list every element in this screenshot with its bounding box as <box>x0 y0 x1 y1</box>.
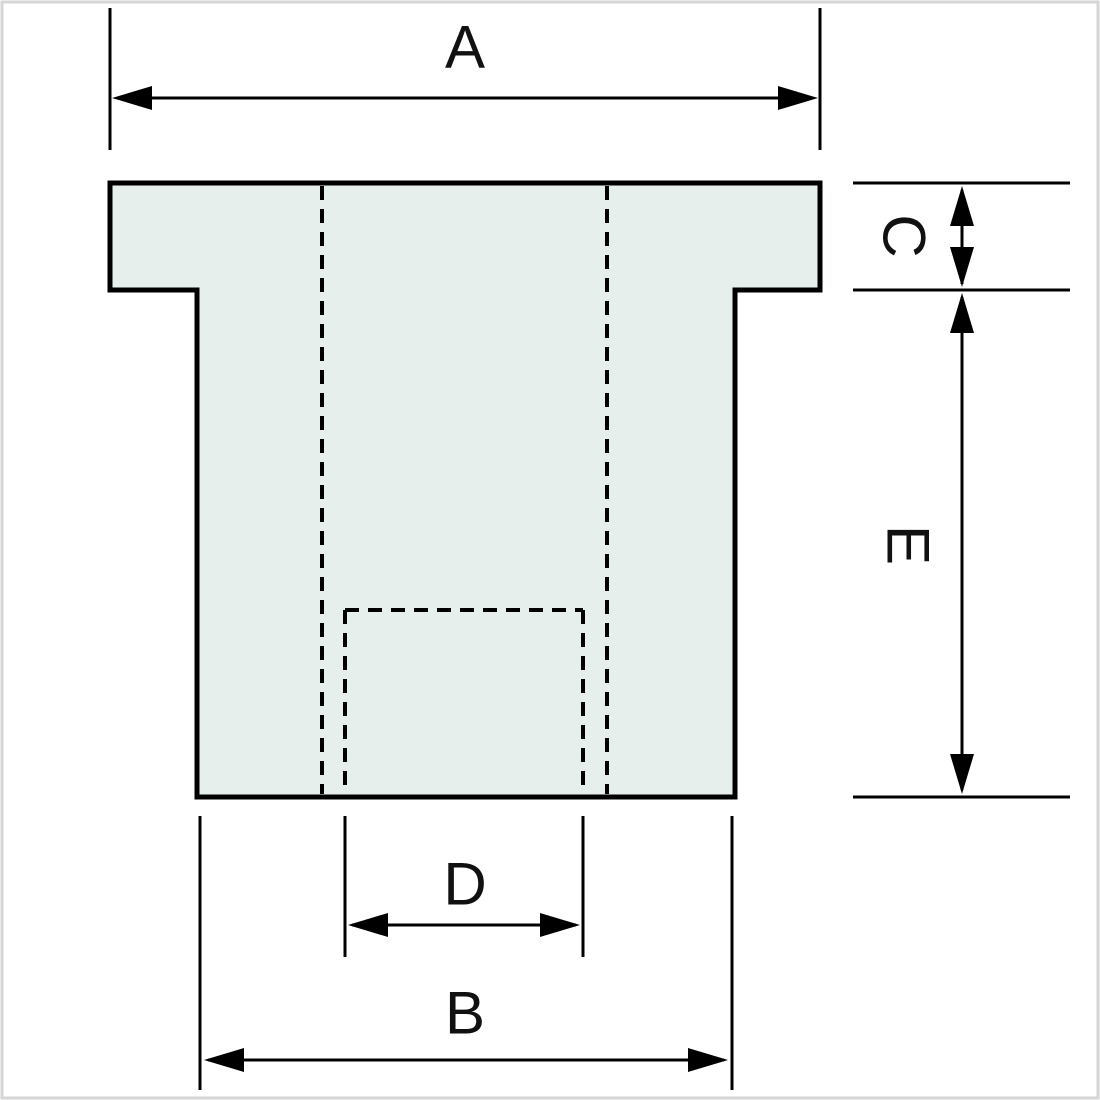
dimension-b-arrow-right <box>688 1048 728 1072</box>
dimension-c-arrow-up <box>950 186 974 226</box>
dimension-e-arrow-up <box>950 293 974 333</box>
dimension-c-label: C <box>871 214 938 257</box>
dimension-d-arrow-right <box>540 913 580 937</box>
dimension-c-arrow-down <box>950 247 974 287</box>
part-cross-section <box>107 180 823 800</box>
dimension-e-arrow-down <box>950 754 974 794</box>
part-outline <box>107 180 823 800</box>
dimension-c <box>853 181 1070 292</box>
dimension-e-label: E <box>875 525 942 565</box>
dimension-d-label: D <box>443 851 486 918</box>
dimension-a-arrow-right <box>778 86 818 110</box>
dimension-d-arrow-left <box>348 913 388 937</box>
dimension-a-arrow-left <box>112 86 152 110</box>
dimension-a <box>108 8 822 150</box>
dimension-d <box>343 816 585 957</box>
dimension-b <box>198 816 734 1090</box>
hidden-bore-lines <box>320 186 609 794</box>
dimension-b-arrow-left <box>204 1048 244 1072</box>
dimension-b-label: B <box>445 980 485 1047</box>
dimension-a-label: A <box>445 14 485 81</box>
dimension-e <box>853 293 1070 799</box>
